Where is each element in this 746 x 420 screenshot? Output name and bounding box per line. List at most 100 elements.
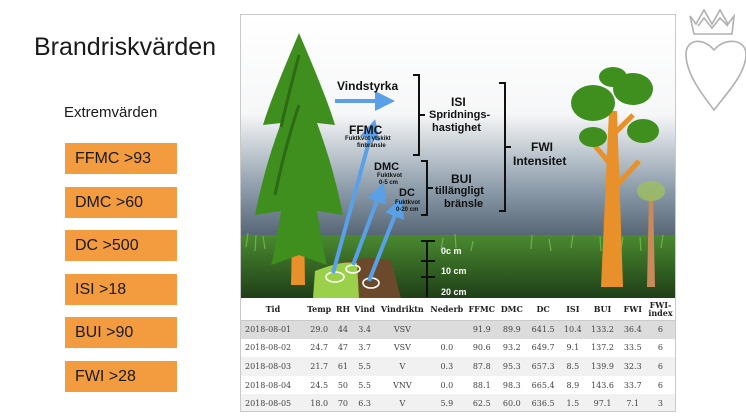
table-cell: 18.0 xyxy=(310,399,329,409)
label-dc-sub2: 0-20 cm xyxy=(396,207,419,213)
table-cell: 9.1 xyxy=(566,343,580,353)
label-bui-sub1: tillängligt xyxy=(435,185,484,197)
header-vindriktn: Vindriktn xyxy=(377,298,428,321)
table-cell: 87.8 xyxy=(472,361,491,371)
table-cell: VSV xyxy=(393,343,411,353)
table-cell: 5.5 xyxy=(358,380,372,390)
table-cell: 50 xyxy=(337,380,349,390)
label-dc-sub1: Fuktkvot xyxy=(395,200,421,206)
conifer-tree-illustration xyxy=(255,33,343,285)
soil-cross-section xyxy=(313,258,401,298)
table-header-row: Tid Temp RH Vind Vindriktn Nederb FFMC D… xyxy=(241,298,675,321)
label-dmc-sub2: 0-5 cm xyxy=(379,180,399,186)
table-cell: 3.7 xyxy=(358,343,372,353)
label-fwi-sub: Intensitet xyxy=(513,154,567,168)
label-ffmc-sub1: Fuktkvot ytskikt xyxy=(345,136,391,142)
label-fwi: FWI xyxy=(531,140,553,154)
table-cell: 143.6 xyxy=(591,380,614,390)
threshold-dc: DC >500 xyxy=(65,230,177,261)
threshold-fwi: FWI >28 xyxy=(65,360,177,392)
table-cell: 89.9 xyxy=(502,325,521,335)
table-cell: 2018-08-04 xyxy=(245,380,292,390)
table-cell: 88.1 xyxy=(472,380,491,390)
table-cell: 139.9 xyxy=(591,361,614,371)
header-dmc: DMC xyxy=(497,298,527,321)
table-cell: 44 xyxy=(337,325,349,335)
crown-heart-logo-icon xyxy=(682,2,746,122)
table-cell: 60.0 xyxy=(502,399,521,409)
table-cell: 95.3 xyxy=(502,361,521,371)
table-cell: 21.7 xyxy=(310,361,329,371)
table-cell: 636.5 xyxy=(531,399,555,409)
table-cell: 93.2 xyxy=(502,343,521,353)
fwi-data-table: Tid Temp RH Vind Vindriktn Nederb FFMC D… xyxy=(241,298,675,411)
fwi-figure: Vindstyrka FFMC Fuktkvot ytskikt finbrän… xyxy=(240,14,676,412)
table-cell: 5.5 xyxy=(358,361,372,371)
header-ffmc: FFMC xyxy=(466,298,498,321)
table-cell: 649.7 xyxy=(531,343,555,353)
header-fwi-index: FWI-index xyxy=(645,298,675,321)
table-cell: 36.4 xyxy=(623,325,642,335)
table-cell: 24.7 xyxy=(310,343,329,353)
table-cell: 2018-08-01 xyxy=(245,325,292,335)
table-cell: 8.5 xyxy=(566,361,580,371)
table-row: 2018-08-02 24.7 47 3.7 VSV 0.0 90.6 93.2 649.7 9.… xyxy=(241,339,675,358)
header-bui: BUI xyxy=(585,298,620,321)
table-cell: 24.5 xyxy=(310,380,329,390)
table-cell: 3 xyxy=(657,399,664,409)
label-isi-sub1: Spridnings- xyxy=(429,109,491,121)
label-isi: ISI xyxy=(451,95,466,109)
threshold-ffmc: FFMC >93 xyxy=(65,143,177,174)
fwi-diagram xyxy=(241,15,675,298)
threshold-dmc: DMC >60 xyxy=(65,186,177,218)
table-cell: 62.5 xyxy=(472,399,491,409)
threshold-list: FFMC >93 DMC >60 DC >500 ISI >18 BUI >90… xyxy=(65,143,177,404)
table-cell: 1.5 xyxy=(566,399,580,409)
table-cell: 0.3 xyxy=(440,361,454,371)
table-cell: 29.0 xyxy=(310,325,329,335)
table-cell: 97.1 xyxy=(593,399,612,409)
header-fwi: FWI xyxy=(619,298,646,321)
extreme-values-heading: Extremvärden xyxy=(64,104,158,121)
table-cell: 6 xyxy=(657,343,664,353)
depth-0cm: 0c m xyxy=(441,246,462,256)
label-isi-sub2: hastighet xyxy=(432,122,481,134)
table-cell: 33.7 xyxy=(623,380,642,390)
header-isi: ISI xyxy=(560,298,586,321)
table-cell: 137.2 xyxy=(591,343,614,353)
table-cell: VNV xyxy=(393,380,412,390)
table-cell: 98.3 xyxy=(502,380,521,390)
label-dc: DC xyxy=(399,187,415,199)
table-cell: 2018-08-02 xyxy=(245,343,292,353)
table-cell: V xyxy=(399,361,406,371)
deciduous-trees-illustration xyxy=(571,67,665,287)
table-cell: 10.4 xyxy=(563,325,582,335)
table-cell: 70 xyxy=(337,399,349,409)
header-vind: Vind xyxy=(352,298,378,321)
table-cell: 3.4 xyxy=(358,325,372,335)
table-cell: 7.1 xyxy=(626,399,640,409)
table-cell: 5.9 xyxy=(440,399,454,409)
table-cell: 6 xyxy=(657,361,664,371)
table-cell: 133.2 xyxy=(591,325,614,335)
table-cell: 90.6 xyxy=(472,343,491,353)
header-nederb: Nederb xyxy=(427,298,467,321)
depth-20cm: 20 cm xyxy=(441,287,467,297)
table-cell: 657.3 xyxy=(531,361,555,371)
label-ffmc-sub2: finbränsle xyxy=(357,143,386,149)
table-cell: 6 xyxy=(657,380,664,390)
table-cell: 2018-08-05 xyxy=(245,399,292,409)
table-cell: 47 xyxy=(337,343,349,353)
table-cell: 641.5 xyxy=(531,325,555,335)
table-cell: V xyxy=(399,399,406,409)
table-cell: 0.0 xyxy=(440,343,454,353)
header-dc: DC xyxy=(526,298,561,321)
table-cell: 91.9 xyxy=(472,325,491,335)
label-dmc-sub1: Fuktkvot xyxy=(377,173,403,179)
table-cell: 6 xyxy=(657,325,664,335)
threshold-bui: BUI >90 xyxy=(65,317,177,348)
